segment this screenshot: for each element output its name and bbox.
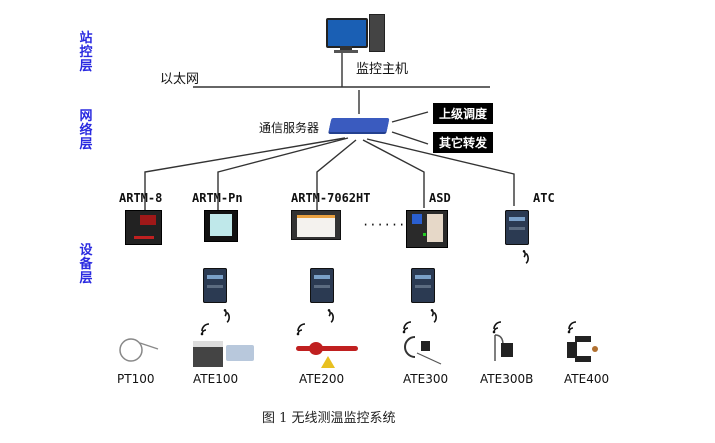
wireless-module-2-icon xyxy=(310,268,334,303)
sensor-label-ate300: ATE300 xyxy=(403,372,449,386)
artm7062-panel-icon xyxy=(291,210,341,240)
artmpn-meter-icon xyxy=(204,210,238,242)
comm-server-icon xyxy=(328,118,390,132)
layer-network-label: 网络层 xyxy=(79,109,93,152)
wifi-icon xyxy=(430,309,437,323)
link-artmpn xyxy=(217,137,349,210)
figure-caption: 图 1 无线测温监控系统 xyxy=(262,411,396,426)
wifi-icon xyxy=(522,250,529,264)
wireless-module-3-icon xyxy=(411,268,435,303)
wifi-icon xyxy=(567,321,577,334)
device-label-artm8: ARTM-8 xyxy=(119,191,163,205)
layer-device-label: 设备层 xyxy=(79,243,93,286)
device-label-atc: ATC xyxy=(533,191,555,205)
link-artm7062 xyxy=(316,139,357,210)
ellipsis: ······· xyxy=(362,218,413,232)
wifi-icon xyxy=(492,321,502,334)
wifi-icon xyxy=(296,323,306,336)
ethernet-label: 以太网 xyxy=(160,72,200,87)
server-label: 通信服务器 xyxy=(259,121,320,135)
link-artm8 xyxy=(144,137,346,210)
wifi-icon xyxy=(402,321,412,334)
ate300b-sensor-icon xyxy=(494,334,513,361)
artm8-meter-icon xyxy=(125,210,162,245)
host-label: 监控主机 xyxy=(356,62,409,77)
link-other-forward xyxy=(391,131,429,145)
sensor-label-pt100: PT100 xyxy=(117,372,155,386)
sensor-label-ate400: ATE400 xyxy=(564,372,610,386)
sensor-label-ate300b: ATE300B xyxy=(480,372,534,386)
asd-device-icon xyxy=(406,210,448,248)
sensor-label-ate200: ATE200 xyxy=(299,372,345,386)
link-asd xyxy=(362,139,425,208)
link-atc xyxy=(366,138,515,206)
wifi-icon xyxy=(327,309,334,323)
wifi-icon xyxy=(200,323,210,336)
wireless-module-1-icon xyxy=(203,268,227,303)
ate300-sensor-icon xyxy=(404,336,442,365)
ate200-sensor-icon xyxy=(291,340,361,370)
atc-module-icon xyxy=(505,210,529,245)
pt100-sensor-icon xyxy=(119,338,159,362)
upper-dispatch-box: 上级调度 xyxy=(433,103,494,124)
device-label-artmpn: ARTM-Pn xyxy=(192,191,243,205)
sensor-label-ate100: ATE100 xyxy=(193,372,239,386)
ate100-sensor-icon xyxy=(193,339,263,367)
layer-station-label: 站控层 xyxy=(79,31,93,74)
device-label-asd: ASD xyxy=(429,191,451,205)
other-forward-box: 其它转发 xyxy=(433,132,494,153)
device-label-artm7062: ARTM-7062HT xyxy=(291,191,371,205)
link-upper-dispatch xyxy=(391,111,429,123)
host-computer-icon xyxy=(326,14,385,54)
wifi-icon xyxy=(223,309,230,323)
ate400-sensor-icon xyxy=(567,336,598,362)
